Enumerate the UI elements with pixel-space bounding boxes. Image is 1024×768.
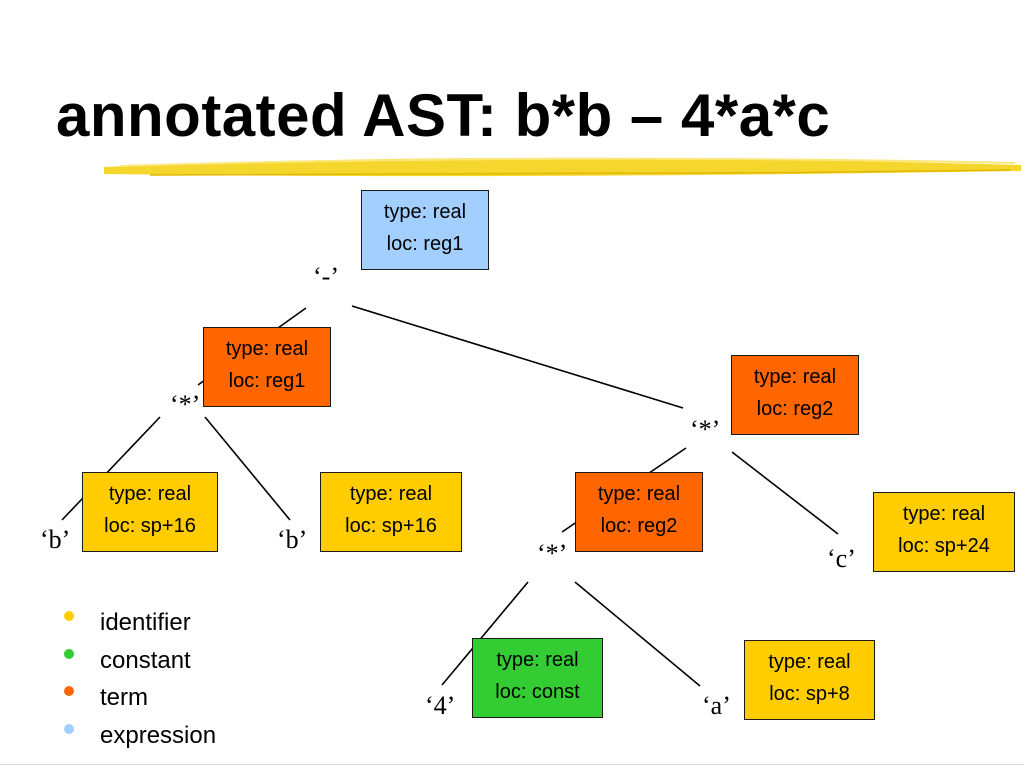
annotation-box-minus: type: real loc: reg1: [361, 190, 489, 270]
annotation-box-c: type: real loc: sp+24: [873, 492, 1015, 572]
legend-label: term: [100, 684, 148, 711]
node-four: ‘4’: [425, 691, 456, 720]
box-loc-text: loc: reg2: [756, 398, 834, 420]
box-loc-text: loc: sp+24: [898, 535, 990, 557]
box-loc-text: loc: sp+8: [769, 683, 850, 705]
bullet-dot-icon: [64, 723, 74, 734]
edge-mul-right-to-c: [731, 451, 839, 535]
box-type-text: type: real: [902, 503, 986, 525]
node-multiply-left: ‘*’: [170, 390, 201, 419]
box-loc-text: loc: reg1: [386, 233, 464, 255]
legend-label: expression: [100, 721, 217, 749]
node-c: ‘c’: [827, 544, 856, 573]
edge-mul-inner-to-a: [574, 581, 701, 687]
box-type-text: type: real: [753, 366, 837, 388]
annotation-box-a: type: real loc: sp+8: [744, 640, 875, 720]
underline-brush-highlight: [119, 157, 1016, 167]
legend-item-expression: expression: [60, 717, 216, 755]
box-loc-text: loc: reg2: [600, 515, 678, 537]
node-b-first: ‘b’: [40, 525, 71, 554]
slide-title: annotated AST: b*b – 4*a*c: [56, 82, 831, 149]
box-loc-text: loc: sp+16: [345, 515, 437, 537]
box-type-text: type: real: [383, 201, 467, 223]
title-underline: [104, 157, 1021, 177]
annotation-box-b-second: type: real loc: sp+16: [320, 472, 462, 552]
bullet-dot-icon: [64, 611, 74, 621]
legend: identifier constant term expression: [60, 604, 216, 754]
legend-item-term: term: [60, 679, 216, 717]
annotation-box-multiply-inner: type: real loc: reg2: [575, 472, 703, 552]
underline-brush: [104, 157, 1021, 177]
box-loc-text: loc: sp+16: [104, 515, 196, 537]
legend-item-identifier: identifier: [60, 604, 216, 642]
node-multiply-right: ‘*’: [690, 415, 721, 444]
edge-minus-to-mul-right: [351, 305, 684, 409]
box-type-text: type: real: [349, 483, 433, 505]
node-minus: ‘-’: [313, 262, 339, 291]
box-loc-text: loc: const: [495, 681, 580, 703]
box-type-text: type: real: [597, 483, 681, 505]
legend-item-constant: constant: [60, 642, 216, 680]
bullet-dot-icon: [64, 648, 74, 659]
annotation-box-b-first: type: real loc: sp+16: [82, 472, 218, 552]
annotation-box-four: type: real loc: const: [472, 638, 603, 718]
box-type-text: type: real: [225, 338, 309, 360]
edge-mul-inner-to-four: [441, 581, 529, 686]
box-loc-text: loc: reg1: [228, 370, 306, 392]
bottom-rule: [0, 764, 1024, 765]
edge-mul-left-to-b-second: [204, 416, 291, 521]
node-a: ‘a’: [702, 691, 731, 720]
node-b-second: ‘b’: [277, 525, 308, 554]
legend-label: identifier: [100, 609, 191, 636]
legend-label: constant: [100, 646, 191, 674]
bullet-dot-icon: [64, 686, 74, 696]
edge-mul-left-to-b-first: [61, 416, 161, 521]
annotation-box-multiply-right: type: real loc: reg2: [731, 355, 859, 435]
annotation-box-multiply-left: type: real loc: reg1: [203, 327, 331, 407]
node-multiply-inner: ‘*’: [537, 539, 568, 568]
box-type-text: type: real: [768, 651, 851, 673]
box-type-text: type: real: [108, 483, 192, 505]
box-type-text: type: real: [496, 649, 579, 671]
